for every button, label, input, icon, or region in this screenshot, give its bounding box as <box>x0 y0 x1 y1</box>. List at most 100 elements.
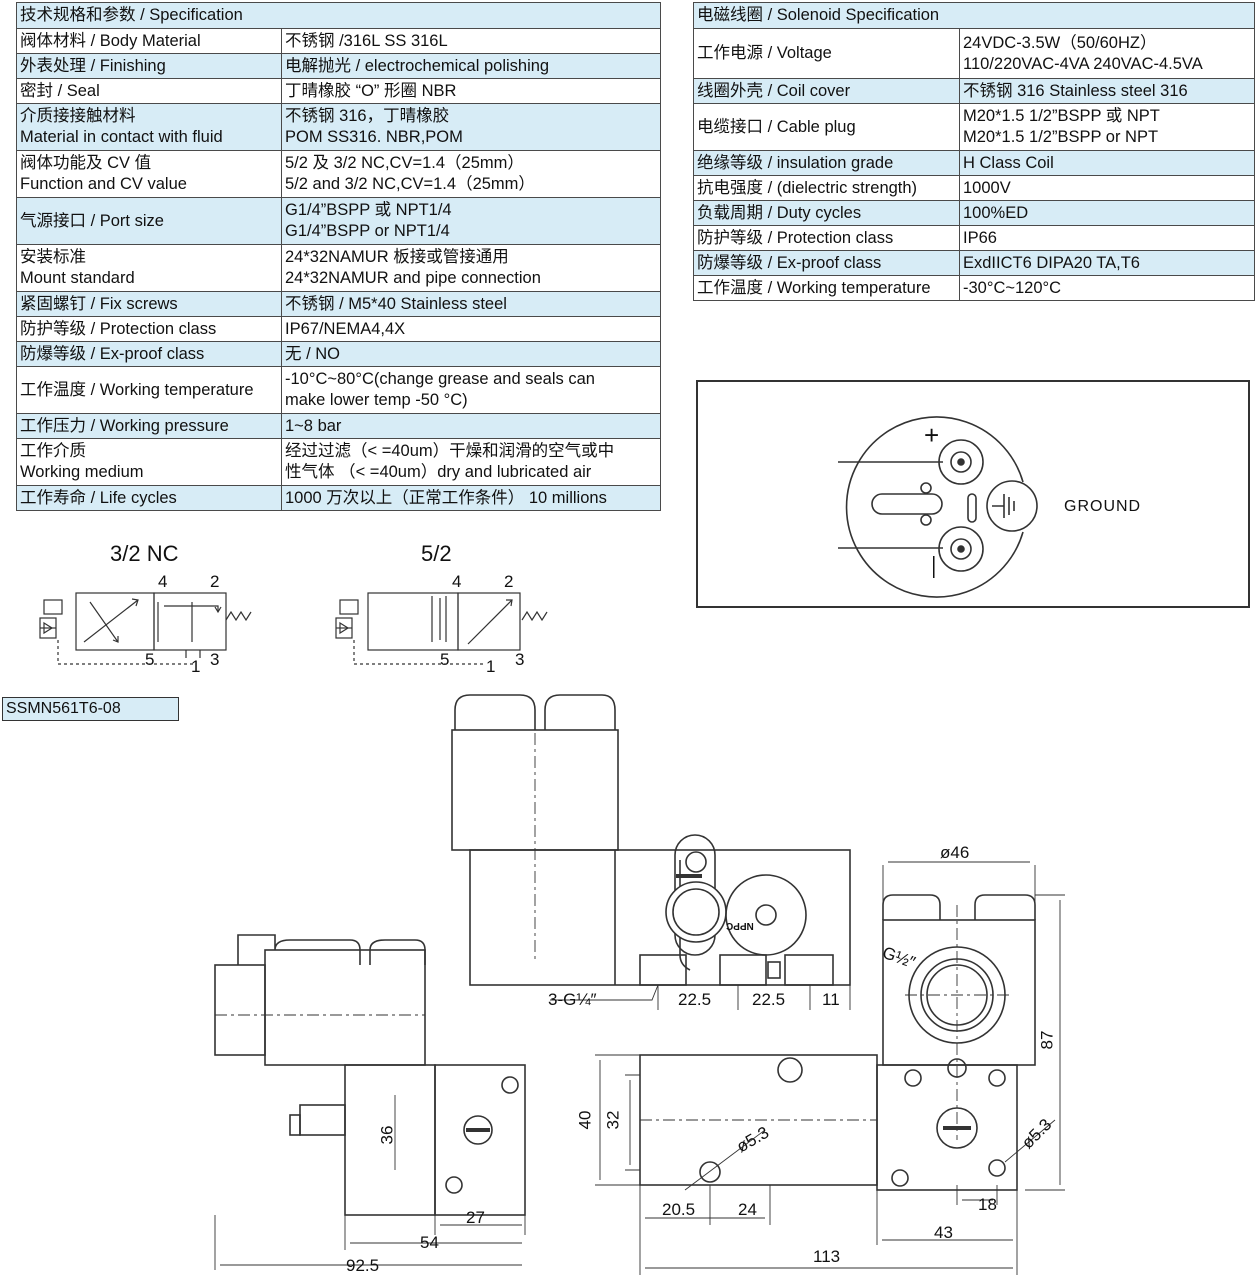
row-label: 安装标准 Mount standard <box>16 244 282 292</box>
fc-port-2: 2 <box>504 572 514 591</box>
row-value: -10°C~80°C(change grease and seals can m… <box>281 366 661 414</box>
dim-height-40: 40 <box>575 1110 595 1130</box>
dim-side-92-5: 92.5 <box>346 1256 380 1275</box>
bottom-front-drawing <box>595 861 1065 1275</box>
table-row: 工作温度 / Working temperature-10°C~80°C(cha… <box>16 366 661 414</box>
dim-side-27: 27 <box>466 1208 485 1227</box>
row-label: 介质接接触材料 Material in contact with fluid <box>16 103 282 151</box>
nc-port-5: 5 <box>145 650 155 669</box>
row-label: 阀体功能及 CV 值 Function and CV value <box>16 150 282 198</box>
dim-height-87: 87 <box>1037 1030 1057 1050</box>
row-label: 工作寿命 / Life cycles <box>16 485 282 511</box>
solenoid-table-body: 电磁线圈 / Solenoid Specification 工作电源 / Vol… <box>693 2 1255 301</box>
row-value: 不锈钢 / M5*40 Stainless steel <box>281 291 661 317</box>
row-value: 不锈钢 /316L SS 316L <box>281 28 661 54</box>
row-value: 不锈钢 316 Stainless steel 316 <box>959 78 1255 104</box>
row-value: 100%ED <box>959 200 1255 226</box>
nc-port-2: 2 <box>210 572 220 591</box>
nc-port-4: 4 <box>158 572 168 591</box>
row-label: 负载周期 / Duty cycles <box>693 200 960 226</box>
symbol-3-2-nc-diagram <box>39 592 252 665</box>
row-label: 工作电源 / Voltage <box>693 28 960 79</box>
row-label: 工作温度 / Working temperature <box>16 366 282 414</box>
dim-height-32: 32 <box>603 1110 623 1130</box>
ground-connector-diagram <box>838 416 1038 598</box>
row-label: 防护等级 / Protection class <box>16 316 282 342</box>
dim-pitch-a: 22.5 <box>678 990 712 1009</box>
row-value: 丁晴橡胶 “O” 形圈 NBR <box>281 78 661 104</box>
dim-width-20-5: 20.5 <box>662 1200 696 1219</box>
model-label: SSMN561T6-08 <box>2 697 179 721</box>
row-value: ExdIICT6 DIPA20 TA,T6 <box>959 250 1255 276</box>
dim-width-24: 24 <box>738 1200 757 1219</box>
row-label: 外表处理 / Finishing <box>16 53 282 79</box>
ground-plus-sign: + <box>924 420 940 450</box>
row-label: 防护等级 / Protection class <box>693 225 960 251</box>
nc-port-3: 3 <box>210 650 220 669</box>
row-value: 24*32NAMUR 板接或管接通用 24*32NAMUR and pipe c… <box>281 244 661 292</box>
dim-width-43: 43 <box>934 1223 953 1242</box>
dim-side-36: 36 <box>377 1125 397 1145</box>
row-label: 抗电强度 / (dielectric strength) <box>693 175 960 201</box>
row-value: -30°C~120°C <box>959 275 1255 301</box>
row-label: 工作温度 / Working temperature <box>693 275 960 301</box>
table-row: 工作温度 / Working temperature-30°C~120°C <box>693 275 1255 301</box>
row-value: 1000V <box>959 175 1255 201</box>
row-label: 紧固螺钉 / Fix screws <box>16 291 282 317</box>
fc-port-1: 1 <box>486 657 496 676</box>
specification-table-body: 技术规格和参数 / Specification 阀体材料 / Body Mate… <box>16 2 661 511</box>
symbol-5-2-diagram <box>335 592 548 665</box>
row-label: 工作压力 / Working pressure <box>16 413 282 439</box>
solenoid-header: 电磁线圈 / Solenoid Specification <box>693 2 1255 29</box>
dim-pitch-c: 11 <box>822 990 840 1009</box>
side-view-drawing <box>214 934 526 1270</box>
dim-side-54: 54 <box>420 1233 439 1252</box>
dim-diameter-46: ø46 <box>940 843 970 862</box>
dim-width-18: 18 <box>978 1195 997 1214</box>
ground-label: GROUND <box>1064 498 1142 515</box>
row-value: IP66 <box>959 225 1255 251</box>
fc-port-3: 3 <box>515 650 525 669</box>
row-label: 防爆等级 / Ex-proof class <box>16 341 282 367</box>
row-label: 防爆等级 / Ex-proof class <box>693 250 960 276</box>
row-label: 工作介质 Working medium <box>16 438 282 486</box>
row-label: 线圈外壳 / Coil cover <box>693 78 960 104</box>
row-value: M20*1.5 1/2”BSPP 或 NPT M20*1.5 1/2”BSPP … <box>959 103 1255 151</box>
row-value: 1~8 bar <box>281 413 661 439</box>
row-value: IP67/NEMA4,4X <box>281 316 661 342</box>
row-value: 经过过滤（< =40um）干燥和润滑的空气或中 性气体 （< =40um）dry… <box>281 438 661 486</box>
ground-diagram-box: + — GROUND <box>696 380 1250 608</box>
row-value: 5/2 及 3/2 NC,CV=1.4（25mm） 5/2 and 3/2 NC… <box>281 150 661 198</box>
row-value: 不锈钢 316，丁晴橡胶 POM SS316. NBR,POM <box>281 103 661 151</box>
fc-port-4: 4 <box>452 572 462 591</box>
dim-width-113: 113 <box>813 1247 841 1266</box>
row-value: H Class Coil <box>959 150 1255 176</box>
ground-minus-sign: — <box>923 556 948 578</box>
row-label: 电缆接口 / Cable plug <box>693 103 960 151</box>
solenoid-table: 电磁线圈 / Solenoid Specification 工作电源 / Vol… <box>693 2 1255 301</box>
nc-port-1: 1 <box>191 657 201 676</box>
symbol-title-5-2: 5/2 <box>421 541 452 566</box>
row-value: 无 / NO <box>281 341 661 367</box>
row-label: 绝缘等级 / insulation grade <box>693 150 960 176</box>
row-value: 24VDC-3.5W（50/60HZ） 110/220VAC-4VA 240VA… <box>959 28 1255 79</box>
row-value: 1000 万次以上（正常工作条件） 10 millions <box>281 485 661 511</box>
